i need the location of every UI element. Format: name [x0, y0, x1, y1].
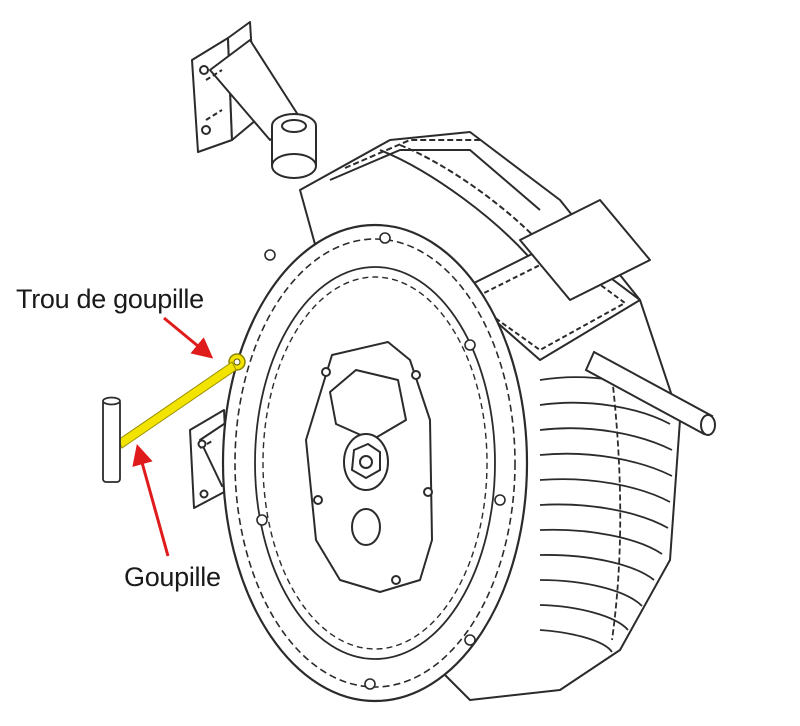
hose-outlet-pipe [584, 350, 716, 436]
pin-hole-arrow [163, 316, 214, 359]
pin-label: Goupille [124, 562, 221, 592]
center-nut [343, 433, 389, 491]
pin-part [102, 396, 121, 483]
pin-hole-label: Trou de goupille [16, 284, 204, 314]
top-mount-bracket [191, 21, 317, 179]
pin-arrow [132, 443, 170, 557]
